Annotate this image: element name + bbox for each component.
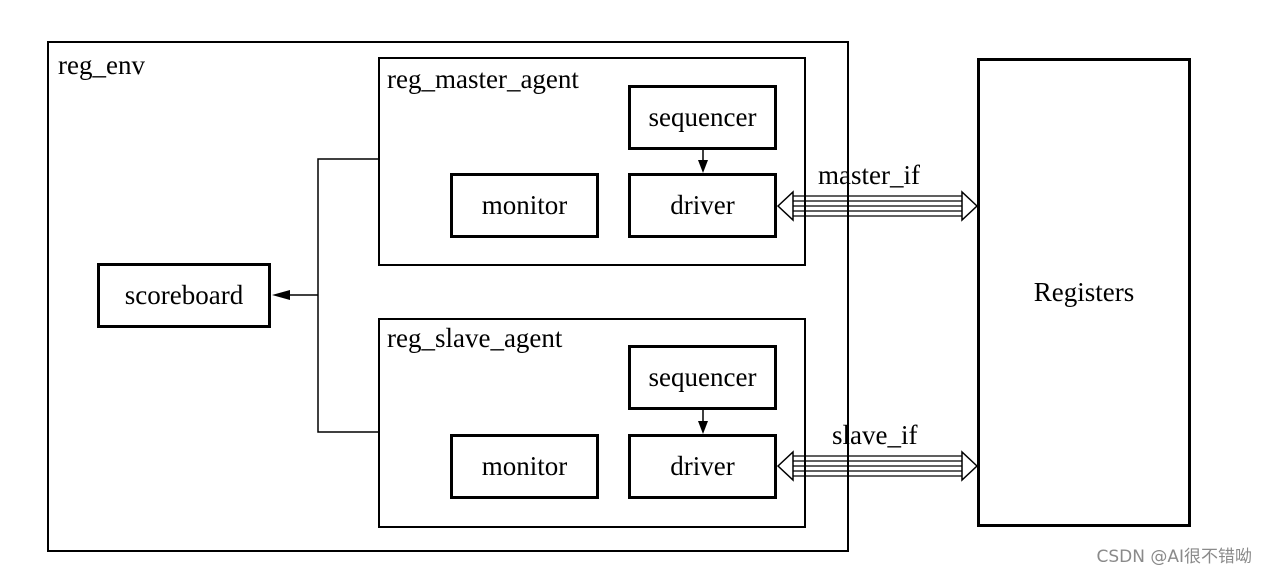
master-sequencer-box: sequencer (628, 85, 777, 150)
master-driver-box: driver (628, 173, 777, 238)
slave-sequencer-box: sequencer (628, 345, 777, 410)
master-to-scoreboard-line (317, 158, 378, 433)
slave-agent-box (378, 318, 806, 528)
master-seq-driver-arrowhead (698, 160, 708, 173)
slave-agent-label: reg_slave_agent (387, 323, 563, 353)
master-if-label: master_if (818, 160, 920, 190)
slave-monitor-box: monitor (450, 434, 599, 499)
scoreboard-box: scoreboard (97, 263, 271, 328)
master-agent-box (378, 57, 806, 266)
slave-if-label: slave_if (832, 420, 918, 450)
slave-seq-driver-arrowhead (698, 421, 708, 434)
master-agent-label: reg_master_agent (387, 64, 579, 94)
reg-env-box (47, 41, 849, 552)
master-monitor-box: monitor (450, 173, 599, 238)
watermark-text: CSDN @AI很不错呦 (1096, 547, 1252, 567)
registers-box: Registers (977, 58, 1191, 527)
slave-driver-box: driver (628, 434, 777, 499)
master-if-bus (776, 190, 979, 222)
reg-env-label: reg_env (58, 50, 145, 80)
scoreboard-arrowhead (272, 290, 290, 300)
slave-if-bus (776, 450, 979, 482)
